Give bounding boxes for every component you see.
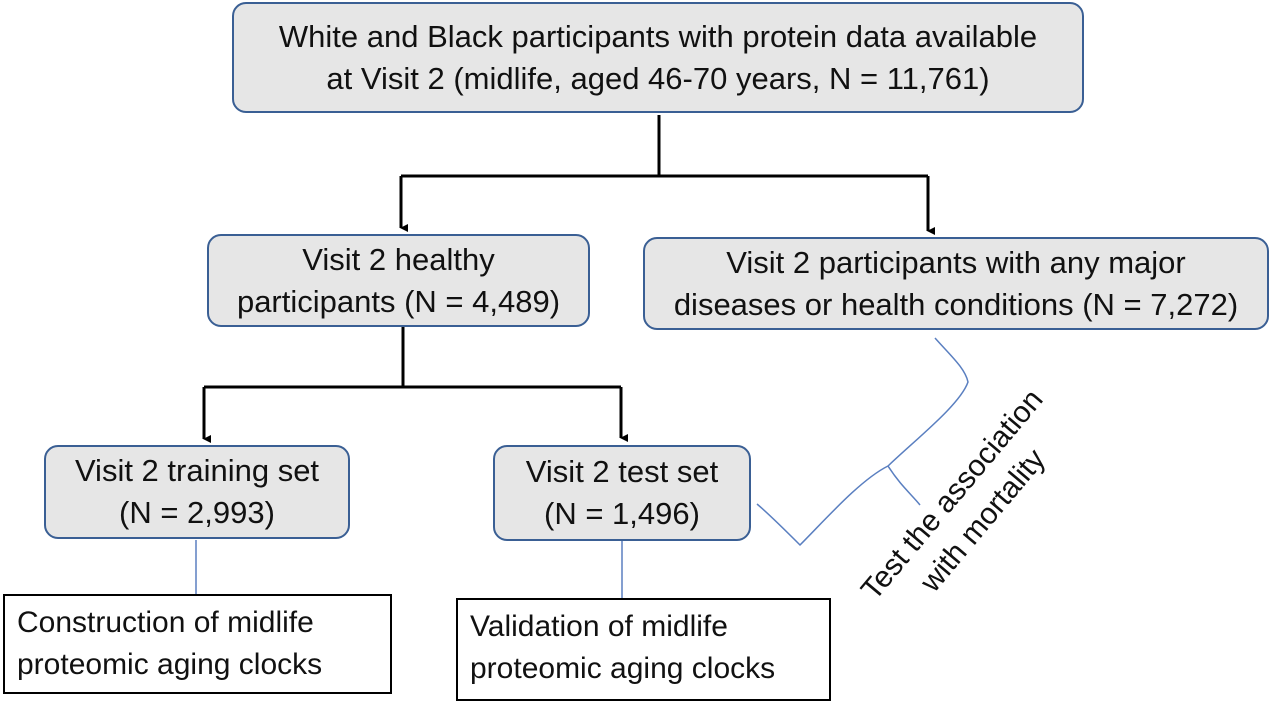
training-line1: Visit 2 training set: [74, 453, 320, 488]
box-diseased: Visit 2 participants with any major dise…: [643, 237, 1269, 330]
box-healthy: Visit 2 healthy participants (N = 4,489): [207, 234, 590, 327]
box-training: Visit 2 training set (N = 2,993): [44, 445, 350, 539]
top-line2: at Visit 2 (midlife, aged 46-70 years, N…: [326, 60, 990, 96]
training-line2: (N = 2,993): [119, 495, 275, 530]
diseased-line2: diseases or health conditions (N = 7,272…: [673, 286, 1239, 322]
box-top-participants: White and Black participants with protei…: [232, 2, 1084, 113]
arrow-top-split: [401, 115, 928, 178]
note-validation: Validation of midlife proteomic aging cl…: [456, 598, 831, 701]
construction-line1: Construction of midlife: [17, 606, 314, 639]
healthy-line1: Visit 2 healthy: [302, 241, 495, 277]
test-line2: (N = 1,496): [544, 496, 700, 531]
diseased-line1: Visit 2 participants with any major: [726, 244, 1186, 280]
top-line1: White and Black participants with protei…: [278, 18, 1038, 54]
validation-line2: proteomic aging clocks: [470, 652, 776, 685]
box-test: Visit 2 test set (N = 1,496): [493, 445, 751, 541]
arrow-healthy-split: [204, 327, 621, 389]
validation-line1: Validation of midlife: [470, 610, 728, 643]
construction-line2: proteomic aging clocks: [17, 648, 323, 681]
note-construction: Construction of midlife proteomic aging …: [3, 594, 392, 694]
test-line1: Visit 2 test set: [525, 454, 719, 489]
healthy-line2: participants (N = 4,489): [236, 283, 561, 319]
brace-mortality: [756, 337, 969, 547]
